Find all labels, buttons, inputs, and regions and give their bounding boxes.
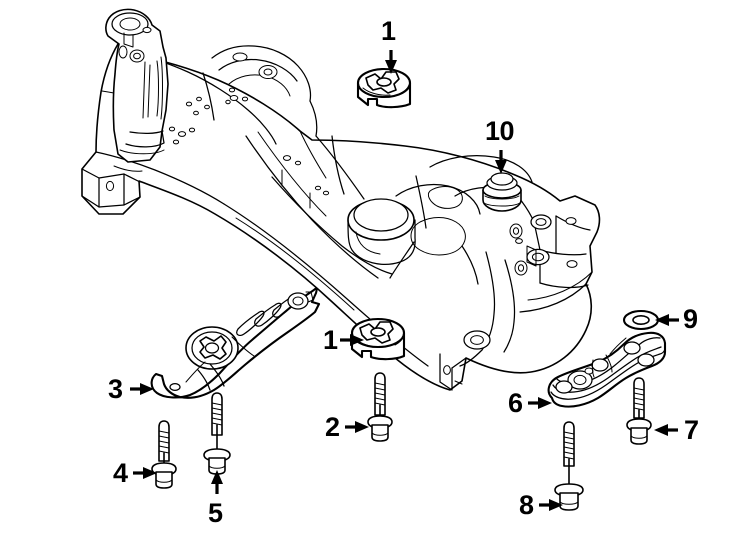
callout-number-1-mid: 1 <box>323 325 338 355</box>
callout-number-6: 6 <box>508 388 523 418</box>
callout-number-1-top: 1 <box>381 16 396 46</box>
flange-bolt-medium <box>367 372 393 442</box>
callout-arrows <box>130 50 679 511</box>
flange-bolt-long <box>203 392 231 475</box>
flange-bolt-extra-long <box>554 421 584 511</box>
callout-number-2: 2 <box>325 412 340 442</box>
torque-rod-pendulum-support <box>150 287 321 399</box>
callout-number-3: 3 <box>108 374 123 404</box>
front-subframe-crossmember <box>81 8 601 391</box>
callout-number-8: 8 <box>519 490 534 520</box>
engine-mount-bushing-lower <box>350 317 406 361</box>
engine-mount-bushing-upper <box>356 67 412 109</box>
flange-bolt-short <box>151 420 177 489</box>
callout-number-5: 5 <box>208 498 223 528</box>
callout-number-7: 7 <box>684 415 699 445</box>
transmission-mount-bracket <box>547 331 667 408</box>
left-subframe-bracket <box>105 8 169 163</box>
callout-number-10: 10 <box>485 116 515 146</box>
subframe-stopper-grommet <box>482 172 522 212</box>
flange-bolt-bracket <box>626 377 652 445</box>
mount-washer-ring <box>622 309 660 331</box>
callout-number-9: 9 <box>683 304 698 334</box>
callout-number-4: 4 <box>113 458 128 488</box>
